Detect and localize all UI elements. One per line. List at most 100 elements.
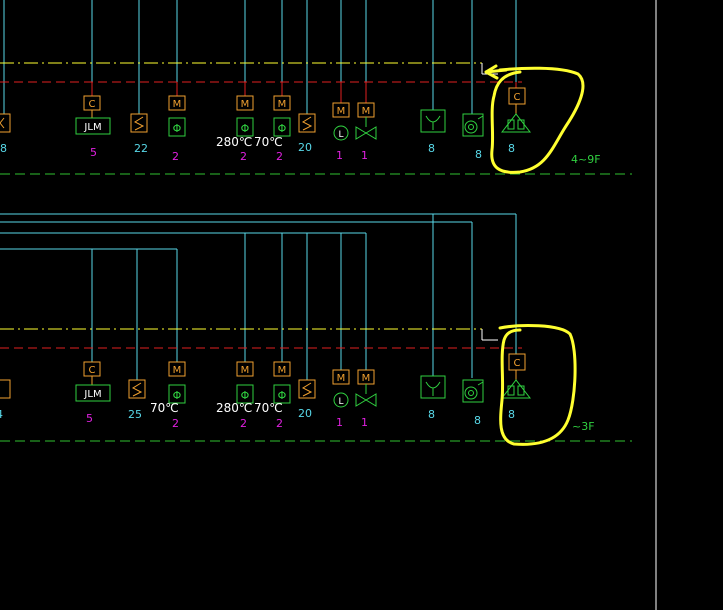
upper-c-label: C <box>89 99 96 110</box>
lower-count: 8 <box>508 408 515 421</box>
upper-m-box-4 <box>332 102 350 118</box>
lower-floor-label: ~3F <box>572 420 595 433</box>
upper-count: 1 <box>361 149 368 162</box>
svg-text:M: M <box>337 373 346 384</box>
upper-count: 2 <box>172 150 179 163</box>
lower-valve-box-3 <box>273 384 291 404</box>
upper-temp-1: 280℃ <box>216 135 252 149</box>
lower-floor-block: C JLM M Φ M Φ M Φ M L M <box>0 213 632 446</box>
lower-c-box-2 <box>508 353 526 371</box>
svg-text:M: M <box>241 99 250 110</box>
lower-m-box-4 <box>332 369 350 385</box>
lower-switch-box-partial <box>0 379 11 399</box>
lower-valve-box-2 <box>236 384 254 404</box>
upper-fan-box <box>462 113 484 137</box>
svg-text:C: C <box>89 365 96 376</box>
upper-markup-arrow <box>484 64 508 80</box>
upper-count: 1 <box>336 149 343 162</box>
lower-jlm-box <box>75 384 111 402</box>
svg-text:M: M <box>362 106 371 117</box>
upper-count: 2 <box>276 150 283 163</box>
upper-c-box-2 <box>508 87 526 105</box>
lower-count: 8 <box>474 414 481 427</box>
upper-switch-box-partial <box>0 113 11 133</box>
lower-cyan-risers <box>91 214 517 380</box>
upper-valve-icon <box>355 126 377 140</box>
upper-floor-block: C JLM M Φ M Φ M Φ M L M <box>0 0 632 175</box>
lower-switch-box <box>128 379 146 399</box>
svg-text:M: M <box>173 365 182 376</box>
svg-text:Φ: Φ <box>173 122 182 135</box>
lower-m-box-3 <box>273 361 291 377</box>
upper-count: 8 <box>508 142 515 155</box>
upper-cyan-risers <box>3 0 517 114</box>
upper-valve-box-1 <box>168 117 186 137</box>
upper-count: 8 <box>0 142 7 155</box>
upper-level-sensor-icon <box>333 125 349 141</box>
lower-count: 2 <box>276 417 283 430</box>
upper-count: 5 <box>90 146 97 159</box>
upper-count: 22 <box>134 142 148 155</box>
upper-m-box-3 <box>273 95 291 111</box>
upper-switch-box-2 <box>298 113 316 133</box>
lower-cyan-feeders <box>0 213 516 250</box>
svg-text:M: M <box>278 99 287 110</box>
svg-text:JLM: JLM <box>83 389 101 400</box>
upper-switch-box <box>130 113 148 133</box>
lower-temp-2: 280℃ <box>216 401 252 415</box>
svg-text:M: M <box>278 365 287 376</box>
lower-valve-icon <box>355 393 377 407</box>
upper-m-box-1 <box>168 95 186 111</box>
upper-valve-box-2 <box>236 117 254 137</box>
lower-count: 5 <box>86 412 93 425</box>
upper-count: 20 <box>298 141 312 154</box>
lower-alarm-icon <box>500 379 532 399</box>
svg-text:M: M <box>173 99 182 110</box>
upper-count: 2 <box>240 150 247 163</box>
lower-count: 20 <box>298 407 312 420</box>
lower-count: 2 <box>240 417 247 430</box>
upper-sprinkler-box <box>420 109 446 133</box>
svg-text:Φ: Φ <box>241 389 250 402</box>
svg-text:Φ: Φ <box>278 122 287 135</box>
svg-text:Φ: Φ <box>173 389 182 402</box>
lower-markup-circle <box>498 324 577 446</box>
lower-sprinkler-box <box>420 375 446 399</box>
lower-m-box-1 <box>168 361 186 377</box>
lower-switch-box-2 <box>298 379 316 399</box>
upper-fan-icon <box>464 120 478 134</box>
upper-count: 8 <box>475 148 482 161</box>
lower-count: 25 <box>128 408 142 421</box>
lower-fan-icon <box>464 386 478 400</box>
upper-count: 8 <box>428 142 435 155</box>
upper-markup-circle <box>490 66 585 174</box>
svg-text:M: M <box>362 373 371 384</box>
lower-count: 4 <box>0 408 3 421</box>
lower-m-box-2 <box>236 361 254 377</box>
svg-text:M: M <box>241 365 250 376</box>
upper-m-box-2 <box>236 95 254 111</box>
lower-count: 1 <box>336 416 343 429</box>
svg-text:Φ: Φ <box>241 122 250 135</box>
svg-text:L: L <box>338 397 343 407</box>
upper-alarm-icon <box>500 113 532 133</box>
lower-temp-3: 70℃ <box>254 401 283 415</box>
upper-valve-box-3 <box>273 117 291 137</box>
upper-temp-2: 70℃ <box>254 135 283 149</box>
lower-count: 1 <box>361 416 368 429</box>
svg-text:Φ: Φ <box>278 389 287 402</box>
upper-floor-label: 4~9F <box>571 153 601 166</box>
lower-count: 2 <box>172 417 179 430</box>
upper-jlm-label: JLM <box>83 122 101 133</box>
lower-level-sensor-icon <box>333 392 349 408</box>
svg-text:M: M <box>337 106 346 117</box>
svg-text:L: L <box>338 130 343 140</box>
lower-temp-1: 70℃ <box>150 401 179 415</box>
lower-valve-box-1 <box>168 384 186 404</box>
lower-count: 8 <box>428 408 435 421</box>
svg-text:C: C <box>514 92 521 103</box>
lower-fan-box <box>462 379 484 403</box>
upper-jlm-box <box>75 117 111 135</box>
svg-text:C: C <box>514 358 521 369</box>
